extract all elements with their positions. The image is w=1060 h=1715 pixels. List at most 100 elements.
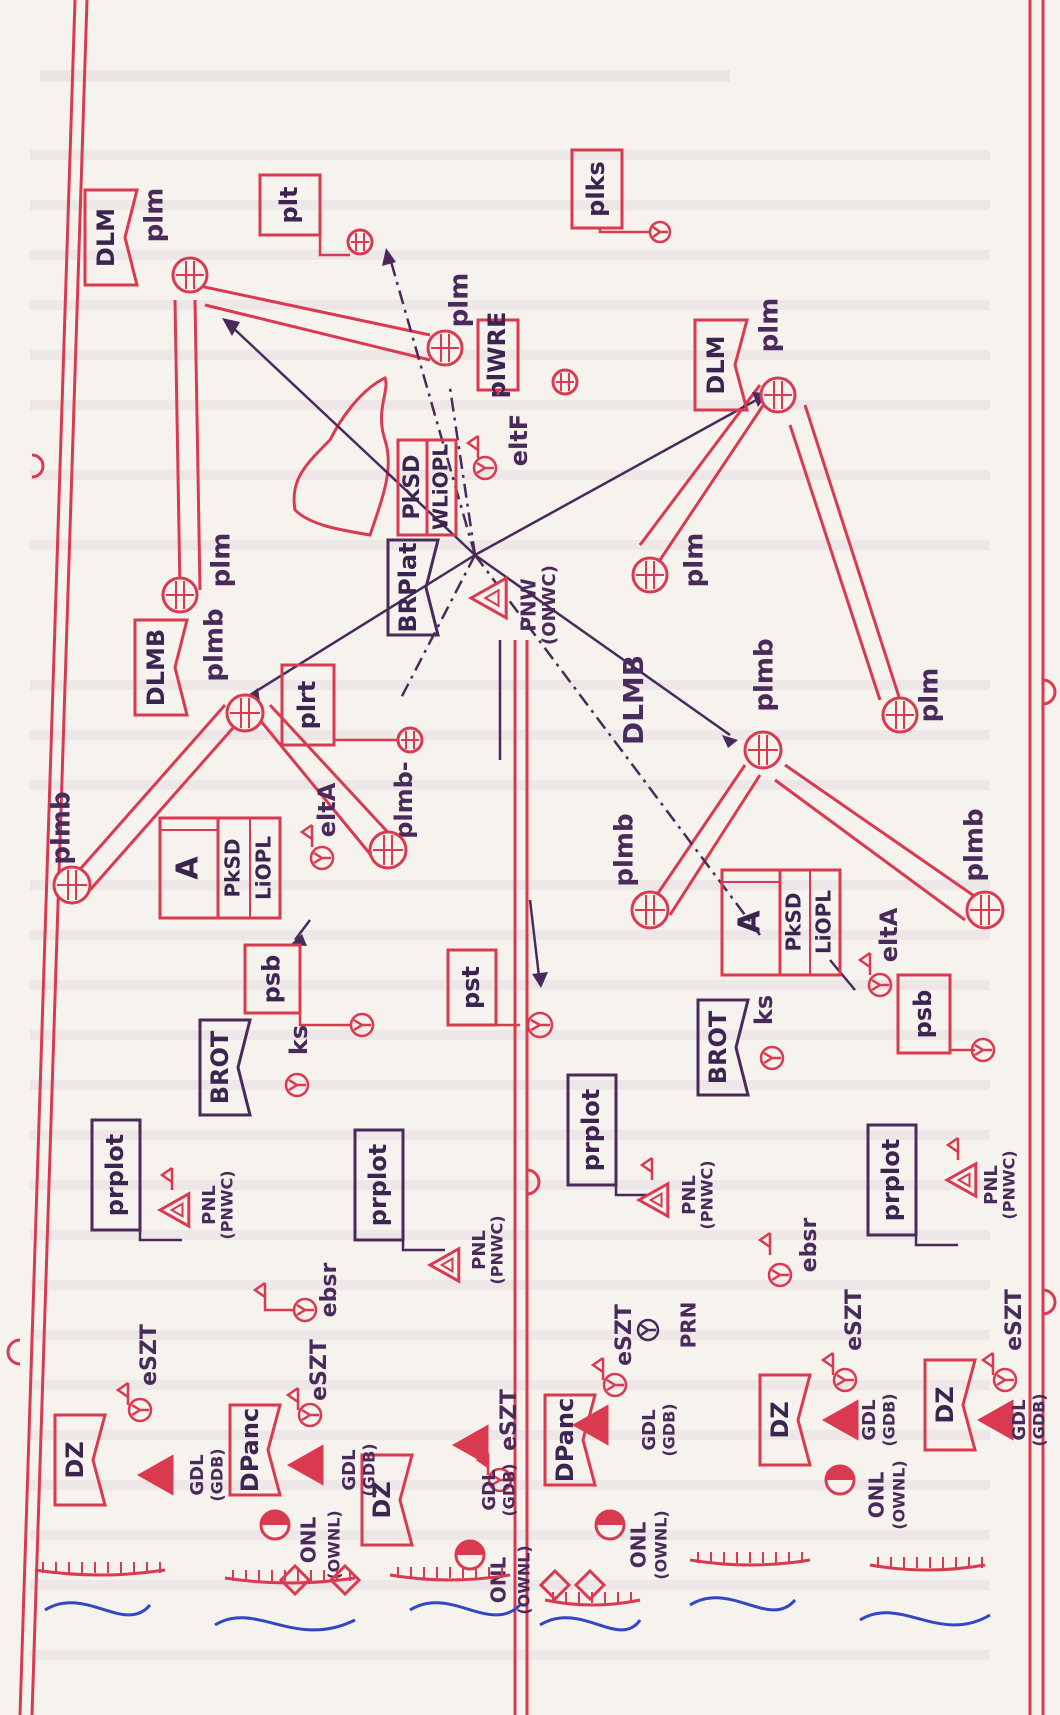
onl-position-2 [454, 1539, 486, 1571]
dlm-flag-right: DLM [693, 318, 749, 412]
ebsr-observation-left [292, 1297, 318, 1323]
brplat-flag: BRPlat [386, 538, 440, 637]
trench-5 [689, 1552, 811, 1567]
eszt-observation-4 [602, 1372, 628, 1398]
plmb-node-right [743, 730, 783, 770]
gdl-symbol-5 [821, 1399, 859, 1441]
gdl-symbol-4 [571, 1404, 609, 1446]
label-onwc: (ONWC) [539, 565, 560, 645]
connector-line [298, 1013, 350, 1027]
label-plmb: plmb [750, 638, 780, 711]
left-boundary-line [6, 0, 89, 1715]
label-dz: DZ [368, 1481, 396, 1518]
label-pnw: PNW [517, 578, 541, 631]
label-ks: ks [750, 995, 778, 1025]
label-ownl: (OWNL) [325, 1510, 344, 1579]
plm-node-top-left [171, 256, 209, 294]
label-dpanc: DPanc [236, 1408, 264, 1492]
eszt-observation-6 [992, 1367, 1018, 1393]
label-gdl: GDL [639, 1409, 660, 1450]
connector-line [318, 235, 350, 257]
label-ks: ks [285, 1025, 313, 1055]
label-pksd: PkSD [400, 455, 425, 520]
ks-observation-left [284, 1072, 310, 1098]
label-eltf: eltF [505, 414, 533, 466]
pnl-symbol-3 [635, 1181, 670, 1219]
label-gdb: (GDB) [360, 1443, 379, 1496]
label-eszt: eSZT [612, 1304, 637, 1366]
label-dlm: DLM [702, 335, 730, 394]
label-ebsr: ebsr [317, 1263, 342, 1318]
obstacle-3 [538, 1568, 572, 1602]
connector-line [332, 738, 400, 745]
label-elta: eltA [875, 907, 903, 962]
label-a: A [733, 910, 768, 934]
label-plmb-dash: plmb- [390, 761, 418, 839]
dz-flag-3: DZ [758, 1373, 812, 1467]
eszt-observation-3 [487, 1467, 513, 1493]
psb-observation-right [970, 1037, 996, 1063]
label-onl: ONL [297, 1517, 321, 1564]
plmb-node-left-right [368, 830, 408, 870]
plks-flag: plks [570, 148, 624, 230]
label-gdb: (GDB) [208, 1448, 227, 1501]
label-plwre: plWRE [483, 312, 511, 399]
label-ownl: (OWNL) [515, 1545, 534, 1614]
plm-node-right-lower [631, 556, 669, 594]
label-eszt: eSZT [307, 1339, 332, 1401]
dz-flag-2: DZ [360, 1453, 414, 1547]
label-ebsr: ebsr [797, 1218, 822, 1273]
pennant-symbol [252, 1281, 267, 1305]
plwre-flag: plWRE [476, 312, 520, 399]
dpanc-flag-2: DPanc [543, 1393, 597, 1487]
label-dz: DZ [931, 1386, 959, 1423]
dz-flag-1: DZ [53, 1413, 107, 1507]
gdl-symbol-6 [976, 1399, 1014, 1441]
elta-observation-left [309, 845, 335, 871]
label-pnl: PNL [469, 1230, 490, 1270]
terrain-outline [292, 375, 390, 537]
label-brot: BROT [704, 1010, 732, 1084]
label-elta: eltA [313, 782, 341, 837]
label-pnwc: (PNWC) [488, 1215, 507, 1284]
label-pst: pst [457, 966, 485, 1009]
label-plm: plm [140, 188, 170, 243]
label-psb: psb [909, 990, 937, 1039]
pennant-symbol [945, 1136, 960, 1160]
gdl-symbol-3 [451, 1424, 489, 1466]
pennant-symbol [757, 1231, 772, 1255]
pksd-box [396, 438, 458, 537]
dz-flag-4: DZ [923, 1358, 977, 1452]
label-psb: psb [258, 955, 286, 1004]
label-dlm: DLM [92, 208, 120, 267]
plwre-node [551, 368, 579, 396]
prplot-3-flag: prplot [566, 1073, 618, 1187]
label-plm: plm [445, 273, 475, 328]
plmb-node-far-left [52, 865, 92, 905]
onl-position-4 [824, 1464, 856, 1496]
river-3 [409, 1601, 522, 1617]
pnl-symbol-1 [156, 1191, 191, 1229]
plt-node [346, 228, 374, 256]
label-gdl: GDL [1009, 1399, 1030, 1440]
pennant-symbol [299, 823, 314, 847]
river-6 [859, 1611, 991, 1627]
trench-3 [389, 1567, 511, 1582]
connector-line [614, 1185, 658, 1197]
label-pnl: PNL [679, 1175, 700, 1215]
label-plmb: plmb [47, 791, 77, 864]
gdl-symbol-1 [136, 1454, 174, 1496]
a-box-left [158, 816, 282, 920]
pst-observation [526, 1011, 554, 1039]
label-prplot: prplot [101, 1134, 129, 1216]
connector-line [914, 1235, 958, 1247]
pnw-symbol [467, 575, 508, 621]
eszt-observation-5 [832, 1367, 858, 1393]
label-gdb: (GDB) [880, 1393, 899, 1446]
center-boundary-line [513, 640, 541, 1715]
pennant-symbol [115, 1381, 130, 1405]
label-plmb: plmb [610, 813, 640, 886]
label-gdl: GDL [339, 1449, 360, 1490]
label-dz: DZ [766, 1401, 794, 1438]
